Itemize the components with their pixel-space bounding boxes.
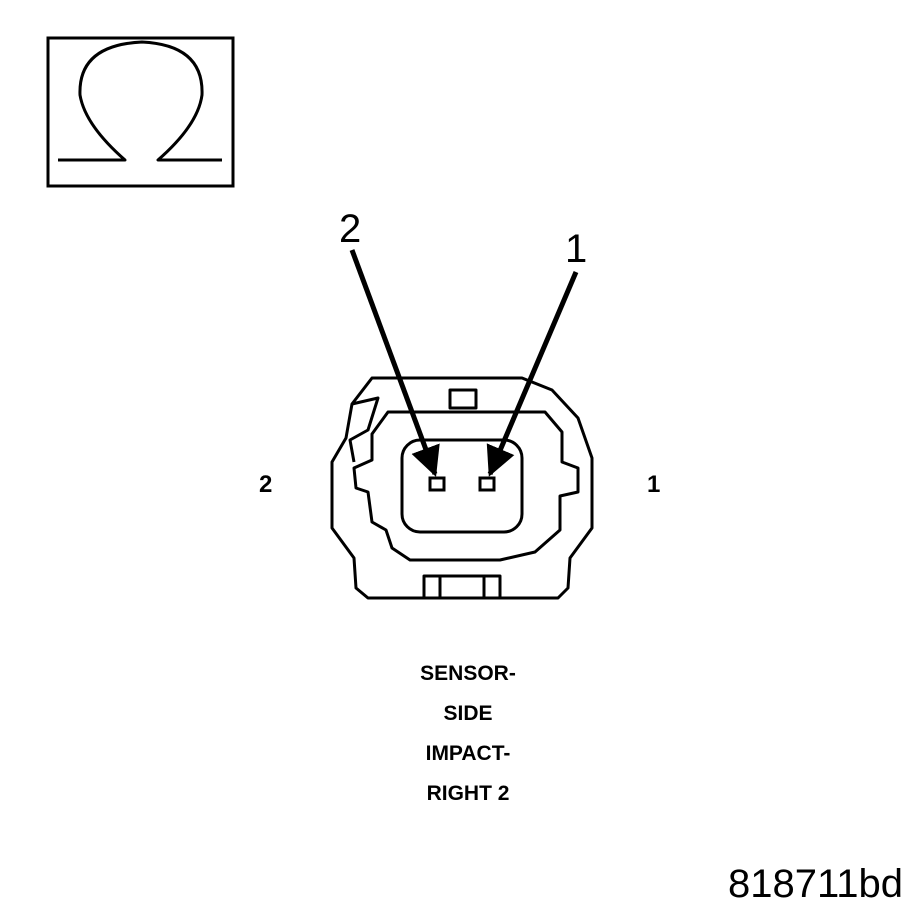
- callout-label-right: 1: [565, 227, 587, 271]
- connector-caption-line-1: SENSOR-: [420, 662, 516, 685]
- figure-id: 818711bd: [728, 862, 903, 906]
- pin-2-terminal: [428, 476, 446, 492]
- pin-label-left: 2: [259, 471, 272, 498]
- callout-label-left: 2: [339, 207, 361, 251]
- ohm-icon: [46, 36, 235, 188]
- connector-inner-cavity: [352, 410, 580, 562]
- pin-label-right: 1: [647, 471, 660, 498]
- connector-bottom-tab: [422, 574, 502, 600]
- connector-left-latch: [348, 396, 380, 463]
- callout-arrow-pin-2: [349, 249, 440, 477]
- connector-caption-line-2: SIDE: [443, 702, 493, 725]
- connector-caption: SENSOR- SIDE IMPACT- RIGHT 2: [368, 654, 568, 814]
- connector-mating-face: [400, 438, 524, 534]
- connector-caption-line-3: IMPACT-: [425, 742, 511, 765]
- connector-outer-shell: [330, 376, 594, 600]
- connector-caption-line-4: RIGHT 2: [426, 782, 510, 805]
- connector-body: [330, 376, 594, 600]
- pin-1-terminal: [478, 476, 496, 492]
- callout-arrow-pin-1: [486, 271, 579, 477]
- connector-top-tab: [448, 388, 478, 410]
